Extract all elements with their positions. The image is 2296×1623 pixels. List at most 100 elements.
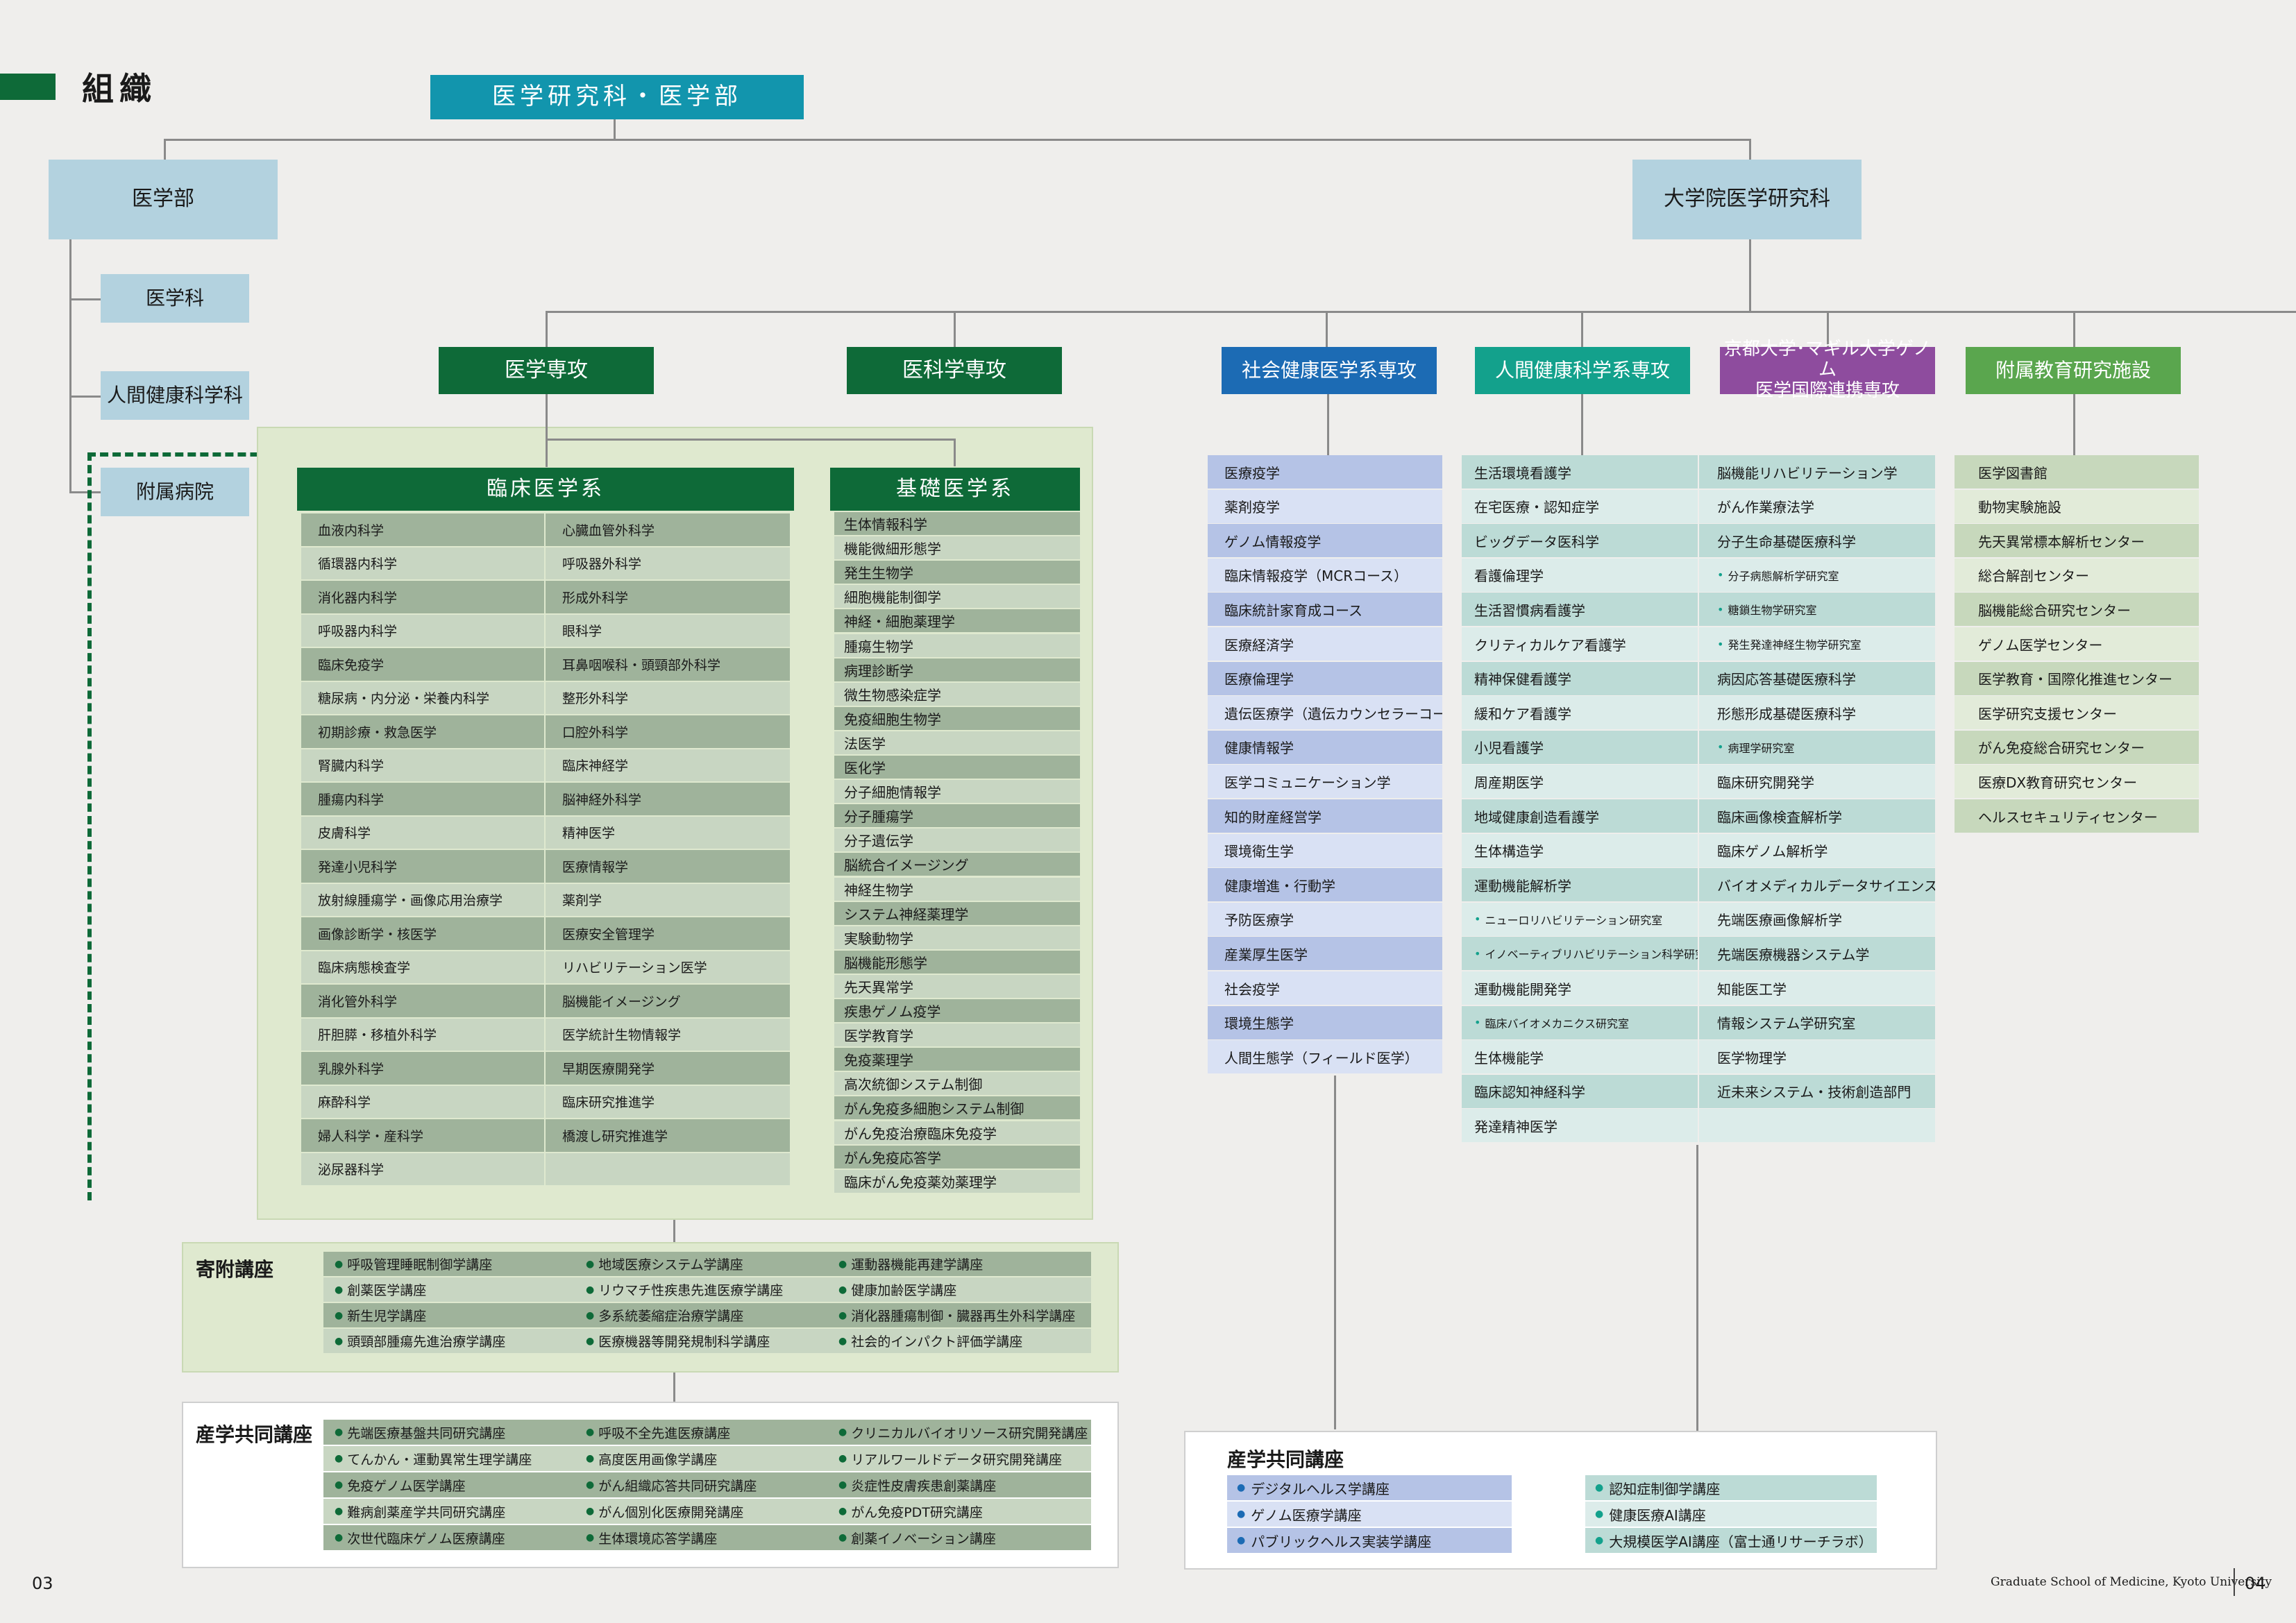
basic-item: 医学教育学	[834, 1023, 1080, 1047]
faculty-medicine: 医学部	[49, 160, 278, 239]
major-kyoto-mcgill-line1: 京都大学･マギル大学ゲノム	[1723, 339, 1932, 381]
fuzoku-item: ヘルスセキュリティセンター	[1955, 799, 2199, 833]
ningen-item: 生体機能学	[1462, 1040, 1698, 1074]
ningen-item: 緩和ケア看護学	[1462, 696, 1698, 730]
clinical-item: 薬剤学	[546, 883, 790, 916]
sangaku-left-item: クリニカルバイオリソース研究開発講座	[827, 1420, 1091, 1445]
ningen-item: 形態形成基礎医療科学	[1699, 696, 1935, 730]
shakai-item: 環境衛生学	[1208, 833, 1442, 867]
ningen-item: 先端医療機器システム学	[1699, 937, 1935, 971]
shakai-item: 環境生態学	[1208, 1005, 1442, 1039]
clinical-item: 心臓血管外科学	[546, 513, 790, 546]
basic-item: がん免疫応答学	[834, 1145, 1080, 1169]
ningen-item: 臨床認知神経科学	[1462, 1074, 1698, 1108]
ningen-item: がん作業療法学	[1699, 489, 1935, 523]
fuzoku-item: がん免疫総合研究センター	[1955, 730, 2199, 764]
clinical-item: 医学統計生物情報学	[546, 1018, 790, 1051]
ningen-item: 看護倫理学	[1462, 558, 1698, 592]
clinical-header: 臨床医学系	[297, 468, 794, 511]
title-marker	[0, 74, 56, 100]
footer-page-left: 03	[32, 1574, 53, 1593]
shakai-item: 健康増進・行動学	[1208, 868, 1442, 902]
kifu-item: 健康加齢医学講座	[827, 1277, 1091, 1302]
ningen-item: 臨床研究開発学	[1699, 765, 1935, 799]
kifu-item: 頭頸部腫瘍先進治療学講座	[323, 1329, 575, 1353]
graduate-school: 大学院医学研究科	[1632, 160, 1862, 239]
clinical-item: 眼科学	[546, 614, 790, 647]
ningen-item: 分子病態解析学研究室	[1699, 558, 1935, 592]
sangaku-left-item: 炎症性皮膚疾患創薬講座	[827, 1472, 1091, 1497]
ningen-item: 病理学研究室	[1699, 730, 1935, 764]
basic-item: 疾患ゲノム疫学	[834, 999, 1080, 1023]
major-igaku: 医学専攻	[439, 347, 654, 394]
sangaku-left-item: 難病創薬産学共同研究講座	[323, 1499, 575, 1524]
ningen-item: 在宅医療・認知症学	[1462, 489, 1698, 523]
ningen-item: 小児看護学	[1462, 730, 1698, 764]
ningen-item: 情報システム学研究室	[1699, 1005, 1935, 1039]
sangaku-left-item: 次世代臨床ゲノム医療講座	[323, 1525, 575, 1550]
clinical-item: 麻酔科学	[301, 1085, 544, 1118]
top-title: 医学研究科・医学部	[430, 75, 804, 119]
clinical-item: 臨床研究推進学	[546, 1085, 790, 1118]
clinical-item: 糖尿病・内分泌・栄養内科学	[301, 681, 544, 714]
ningen-item: 先端医療画像解析学	[1699, 902, 1935, 936]
clinical-item: 消化器内科学	[301, 581, 544, 613]
clinical-item: 整形外科学	[546, 681, 790, 714]
clinical-item: 脳機能イメージング	[546, 985, 790, 1017]
footer-page-right: 04	[2245, 1574, 2266, 1593]
ningen-item: 分子生命基礎医療科学	[1699, 524, 1935, 558]
shakai-item: 社会疫学	[1208, 971, 1442, 1005]
shakai-item: 知的財産経営学	[1208, 799, 1442, 833]
major-kyoto-mcgill-line2: 医学国際連携専攻	[1755, 380, 1900, 401]
sangaku-left-item: 創薬イノベーション講座	[827, 1525, 1091, 1550]
sangaku-right-item: 健康医療AI講座	[1585, 1502, 1877, 1527]
clinical-item: 肝胆膵・移植外科学	[301, 1018, 544, 1051]
basic-item: 細胞機能制御学	[834, 585, 1080, 609]
clinical-item: 橋渡し研究推進学	[546, 1119, 790, 1152]
kifu-item: リウマチ性疾患先進医療学講座	[575, 1277, 827, 1302]
ningen-item: 近未来システム・技術創造部門	[1699, 1074, 1935, 1108]
basic-item: 法医学	[834, 731, 1080, 754]
sangaku-right-label: 産学共同講座	[1227, 1448, 1344, 1471]
clinical-item	[546, 1153, 790, 1185]
ningen-item: 病因応答基礎医療科学	[1699, 661, 1935, 695]
clinical-item: 泌尿器科学	[301, 1153, 544, 1185]
basic-item: 分子腫瘍学	[834, 804, 1080, 828]
footer-university: Graduate School of Medicine, Kyoto Unive…	[1991, 1575, 2272, 1589]
kifu-label: 寄附講座	[196, 1258, 274, 1281]
kifu-item: 社会的インパクト評価学講座	[827, 1329, 1091, 1353]
shakai-item: 医療倫理学	[1208, 661, 1442, 695]
sangaku-right-item: デジタルヘルス学講座	[1227, 1475, 1512, 1500]
basic-item: 病理診断学	[834, 658, 1080, 681]
basic-item: 腫瘍生物学	[834, 634, 1080, 657]
clinical-item: 形成外科学	[546, 581, 790, 613]
clinical-item: 脳神経外科学	[546, 783, 790, 815]
sangaku-right-item: ゲノム医療学講座	[1227, 1502, 1512, 1527]
shakai-item: 予防医療学	[1208, 902, 1442, 936]
clinical-item: 医療安全管理学	[546, 917, 790, 950]
ningen-item: 生体構造学	[1462, 833, 1698, 867]
sangaku-left-item: がん個別化医療開発講座	[575, 1499, 827, 1524]
clinical-item: 臨床病態検査学	[301, 951, 544, 983]
clinical-item: 腎臓内科学	[301, 749, 544, 781]
clinical-item: 耳鼻咽喉科・頭頸部外科学	[546, 648, 790, 681]
major-kyoto-mcgill: 京都大学･マギル大学ゲノム 医学国際連携専攻	[1720, 339, 1935, 401]
ningen-item: クリティカルケア看護学	[1462, 627, 1698, 661]
sangaku-left-item: がん組織応答共同研究講座	[575, 1472, 827, 1497]
clinical-item: 循環器内科学	[301, 547, 544, 579]
ningen-item: 精神保健看護学	[1462, 661, 1698, 695]
clinical-item: 皮膚科学	[301, 816, 544, 849]
clinical-item: 早期医療開発学	[546, 1052, 790, 1085]
sangaku-left-label: 産学共同講座	[196, 1423, 313, 1446]
basic-item: 生体情報科学	[834, 512, 1080, 536]
basic-item: 免疫細胞生物学	[834, 706, 1080, 730]
sangaku-left-item: 先端医療基盤共同研究講座	[323, 1420, 575, 1445]
clinical-item: 口腔外科学	[546, 715, 790, 748]
clinical-item: 放射線腫瘍学・画像応用治療学	[301, 883, 544, 916]
basic-item: 免疫薬理学	[834, 1048, 1080, 1071]
footer-divider	[2234, 1568, 2235, 1596]
basic-item: がん免疫多細胞システム制御	[834, 1096, 1080, 1120]
shakai-item: 医療疫学	[1208, 455, 1442, 488]
clinical-item: 精神医学	[546, 816, 790, 849]
ningen-item: バイオメディカルデータサイエンス	[1699, 868, 1935, 902]
